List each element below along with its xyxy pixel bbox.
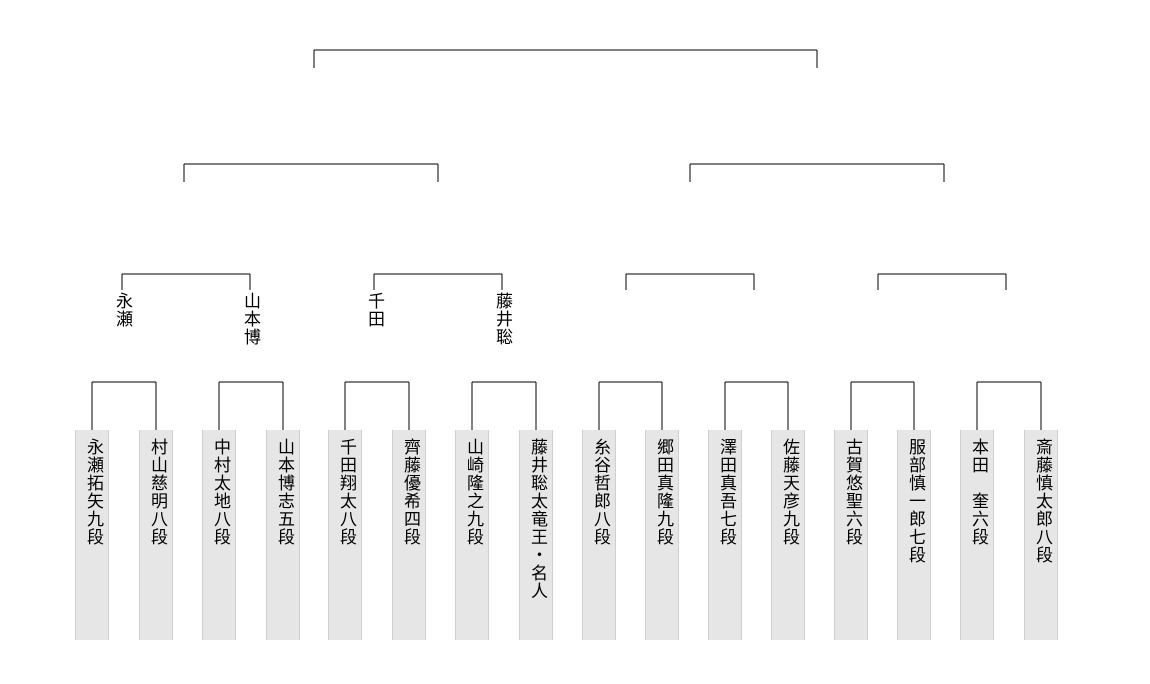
player-box: 村山慈明八段 [139, 430, 173, 640]
player-box: 本田 奎六段 [960, 430, 994, 640]
winner-name: 永瀬 [112, 292, 132, 328]
winner-slot: 永瀬 [105, 290, 139, 380]
player-box: 斎藤慎太郎八段 [1024, 430, 1058, 640]
winner-name: 藤井聡 [492, 292, 512, 346]
winner-name: 千田 [364, 292, 384, 328]
player-box: 山本博志五段 [266, 430, 300, 640]
winner-name [609, 290, 643, 292]
winner-slot [861, 290, 895, 380]
winner-name: 山本博 [240, 292, 260, 346]
winner-slot: 藤井聡 [485, 290, 519, 380]
winner-slot [737, 290, 771, 380]
player-name: 斎藤慎太郎八段 [1032, 438, 1052, 564]
player-box: 服部慎一郎七段 [897, 430, 931, 640]
player-name: 澤田真吾七段 [716, 438, 736, 546]
player-name: 糸谷哲郎八段 [590, 438, 610, 546]
player-name: 中村太地八段 [210, 438, 230, 546]
winner-slot: 千田 [357, 290, 391, 380]
player-name: 齊藤優希四段 [400, 438, 420, 546]
player-name: 千田翔太八段 [336, 438, 356, 546]
player-box: 郷田真隆九段 [645, 430, 679, 640]
winner-name [737, 290, 771, 292]
player-box: 山崎隆之九段 [455, 430, 489, 640]
winner-slot [609, 290, 643, 380]
player-box: 中村太地八段 [202, 430, 236, 640]
player-name: 郷田真隆九段 [653, 438, 673, 546]
player-box: 糸谷哲郎八段 [582, 430, 616, 640]
player-name: 本田 奎六段 [968, 438, 988, 546]
player-box: 佐藤天彦九段 [771, 430, 805, 640]
player-name: 佐藤天彦九段 [779, 438, 799, 546]
player-name: 山本博志五段 [274, 438, 294, 546]
player-name: 服部慎一郎七段 [905, 438, 925, 564]
player-box: 千田翔太八段 [328, 430, 362, 640]
player-name: 永瀬拓矢九段 [83, 438, 103, 546]
player-name: 村山慈明八段 [147, 438, 167, 546]
player-box: 藤井聡太竜王・名人 [519, 430, 553, 640]
player-box: 古賀悠聖六段 [834, 430, 868, 640]
player-box: 澤田真吾七段 [708, 430, 742, 640]
player-name: 古賀悠聖六段 [842, 438, 862, 546]
winner-slot [989, 290, 1023, 380]
winner-name [861, 290, 895, 292]
winner-slot: 山本博 [233, 290, 267, 380]
player-box: 永瀬拓矢九段 [75, 430, 109, 640]
player-box: 齊藤優希四段 [392, 430, 426, 640]
winner-name [989, 290, 1023, 292]
player-name: 山崎隆之九段 [463, 438, 483, 546]
player-name: 藤井聡太竜王・名人 [527, 438, 547, 600]
